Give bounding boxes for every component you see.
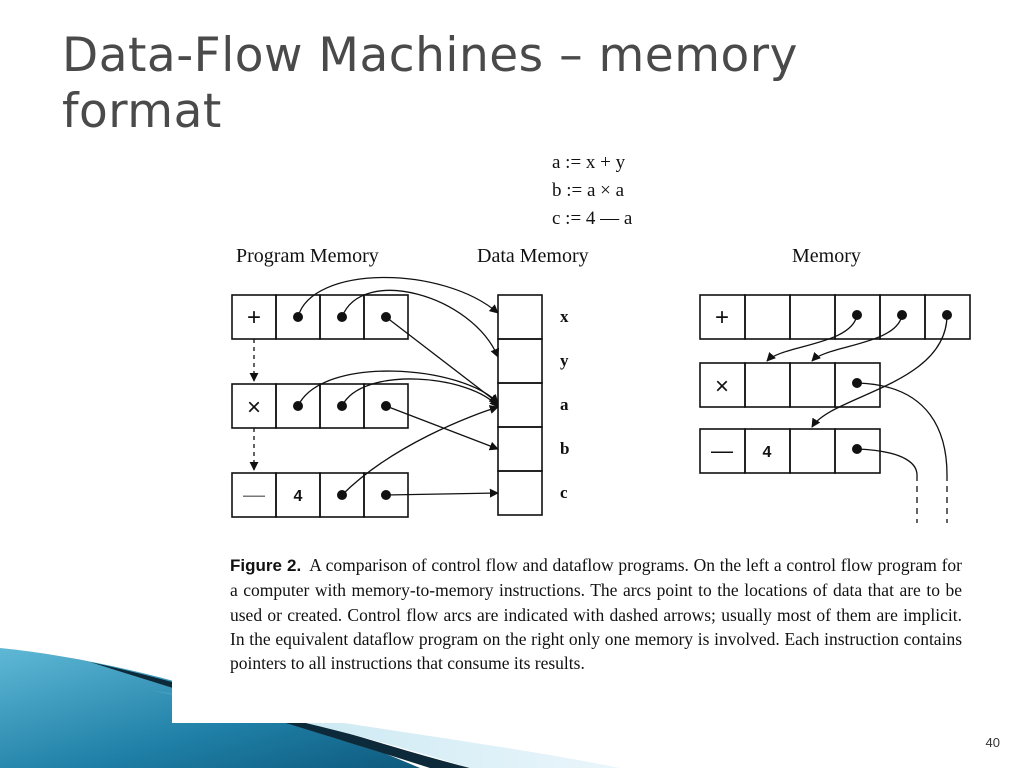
equations: a := x + y b := a × a c := 4 — a — [552, 149, 632, 233]
df-opcode-minus: — — [711, 438, 733, 463]
figure-caption: Figure 2.A comparison of control flow an… — [230, 553, 962, 675]
register-a — [497, 382, 543, 428]
memory-heading: Memory — [792, 245, 861, 267]
data-arcs-left — [297, 276, 500, 498]
dataflow-diagram: + × — 4 — [231, 276, 971, 523]
register-y — [497, 338, 543, 384]
continuation-arcs — [916, 475, 948, 523]
data-arcs-right — [766, 314, 948, 476]
df-opcode-plus: + — [715, 304, 729, 331]
program-memory-heading: Program Memory — [236, 245, 379, 267]
register-label-c: c — [560, 483, 568, 502]
opcode-minus: — — [243, 482, 265, 507]
df-constant-operand: 4 — [763, 444, 772, 461]
data-memory-heading: Data Memory — [477, 245, 589, 267]
dataflow-memory — [699, 294, 971, 474]
equation-2: b := a × a — [552, 180, 625, 201]
caption-label: Figure 2. — [230, 556, 302, 575]
register-label-y: y — [560, 351, 569, 370]
register-x — [497, 294, 543, 340]
equation-1: a := x + y — [552, 152, 626, 173]
opcode-times: × — [247, 394, 261, 421]
register-c — [497, 470, 543, 516]
register-label-b: b — [560, 439, 570, 458]
equation-3: c := 4 — a — [552, 208, 633, 229]
register-b — [497, 426, 543, 472]
pointer-dots-right — [852, 310, 952, 454]
data-memory — [497, 294, 543, 516]
register-label-x: x — [560, 307, 569, 326]
constant-operand: 4 — [294, 488, 303, 505]
instruction-cell — [363, 294, 409, 340]
page-number: 40 — [985, 735, 1000, 750]
instruction-cell — [363, 383, 409, 429]
caption-text: A comparison of control flow and dataflo… — [230, 555, 962, 674]
opcode-plus: + — [247, 304, 261, 331]
slide-title: Data-Flow Machines – memory format — [62, 28, 798, 139]
scanned-figure: a := x + y b := a × a c := 4 — a Program… — [172, 145, 980, 723]
register-label-a: a — [560, 395, 569, 414]
df-opcode-times: × — [715, 373, 729, 400]
